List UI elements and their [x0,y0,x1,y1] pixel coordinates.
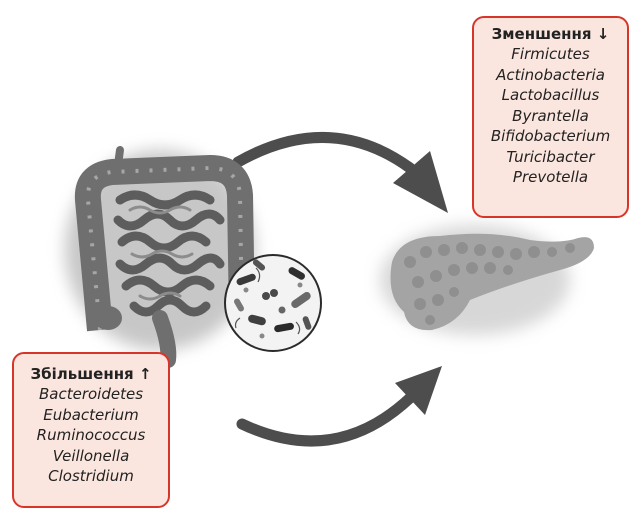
list-item: Bifidobacterium [474,126,627,147]
list-item: Veillonella [14,446,168,467]
list-item: Firmicutes [474,44,627,65]
increase-box: Збільшення ↑ Bacteroidetes Eubacterium R… [12,352,170,508]
list-item: Eubacterium [14,405,168,426]
pancreas-icon [380,225,594,335]
list-item: Bacteroidetes [14,384,168,405]
list-item: Lactobacillus [474,85,627,106]
list-item: Clostridium [14,466,168,487]
list-item: Byrantella [474,106,627,127]
list-item: Ruminococcus [14,425,168,446]
curved-arrow-bottom-icon [242,366,442,441]
microbiota-circle-icon [225,255,321,351]
increase-heading: Збільшення ↑ [14,364,168,384]
arrow-down-icon: ↓ [597,25,610,43]
decrease-title: Зменшення [492,25,592,43]
decrease-heading: Зменшення ↓ [474,24,627,44]
arrow-up-icon: ↑ [139,365,152,383]
increase-title: Збільшення [30,365,133,383]
list-item: Actinobacteria [474,65,627,86]
list-item: Prevotella [474,167,627,188]
intestine-icon [65,150,255,360]
curved-arrow-top-icon [238,137,448,213]
list-item: Turicibacter [474,147,627,168]
decrease-box: Зменшення ↓ Firmicutes Actinobacteria La… [472,16,629,218]
